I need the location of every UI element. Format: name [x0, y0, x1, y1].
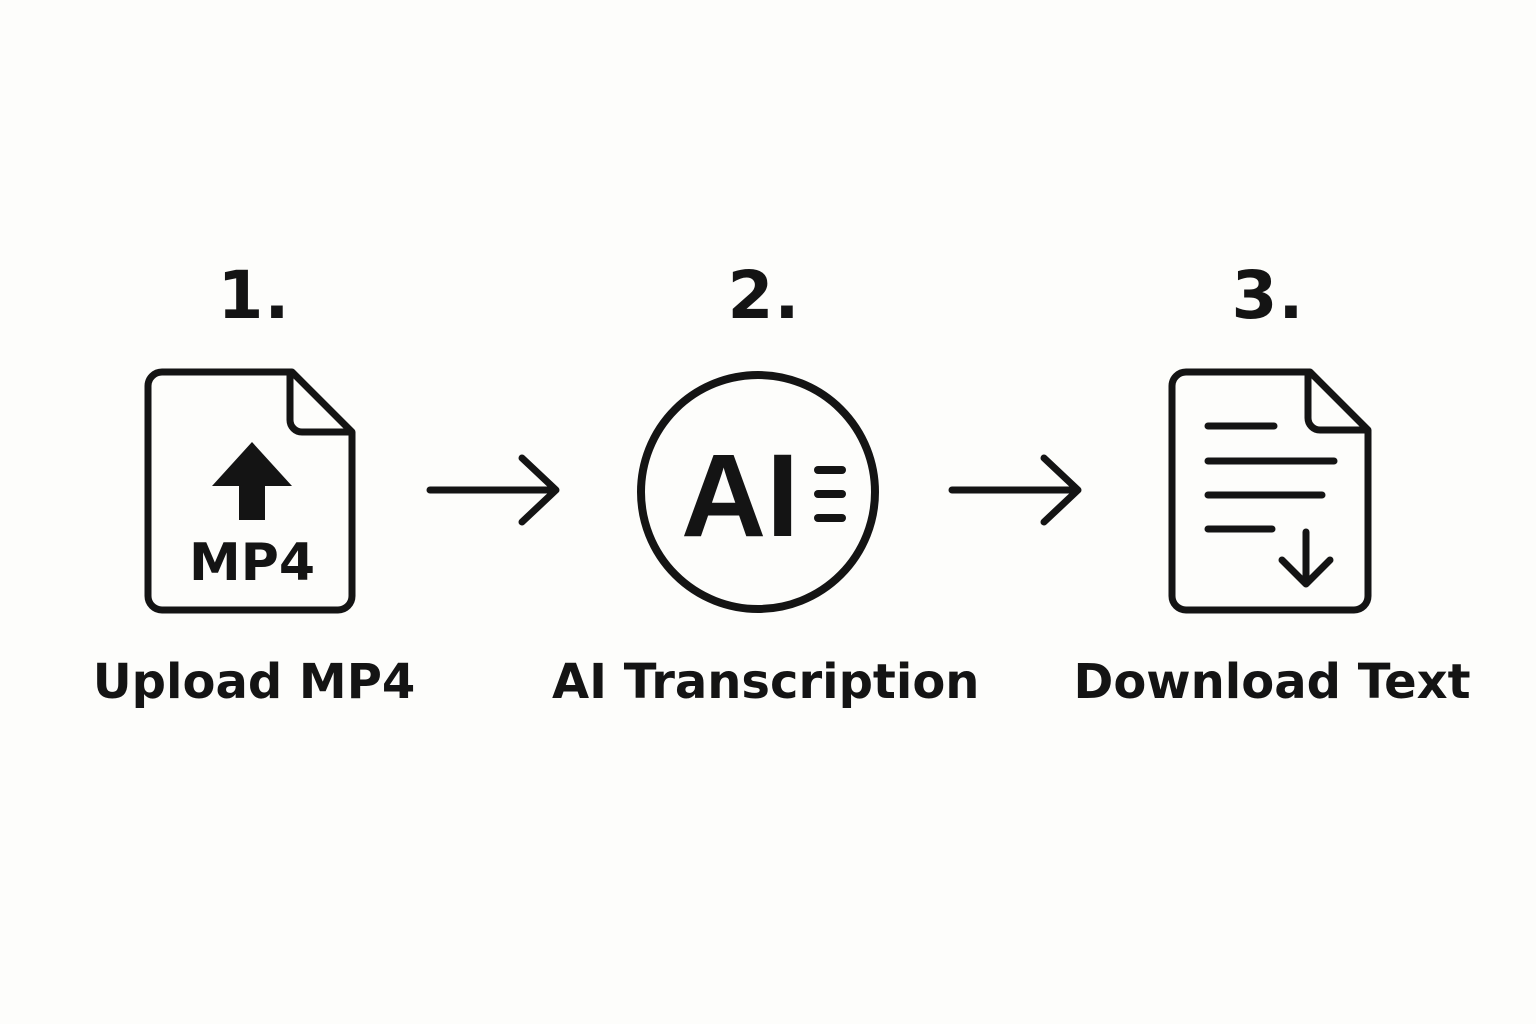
mp4-upload-file-icon: MP4: [144, 368, 356, 614]
right-arrow-icon: [948, 454, 1082, 526]
mp4-icon-text: MP4: [189, 533, 315, 593]
step-1-label: Upload MP4: [92, 654, 416, 710]
step-3-label: Download Text: [1073, 654, 1471, 710]
step-2-label: AI Transcription: [552, 654, 980, 710]
step-2-number: 2.: [727, 257, 801, 334]
ai-icon-text: AI: [681, 430, 799, 562]
download-arrow-icon: [1278, 528, 1334, 588]
text-lines-icon: [814, 466, 846, 522]
text-lines-icon: [1204, 422, 1338, 533]
upload-arrow-icon: [212, 442, 292, 520]
step-3-number: 3.: [1231, 257, 1305, 334]
right-arrow-icon: [426, 454, 560, 526]
ai-transcription-icon: AI: [637, 371, 879, 613]
text-document-download-icon: [1168, 368, 1372, 614]
step-1-number: 1.: [217, 257, 291, 334]
